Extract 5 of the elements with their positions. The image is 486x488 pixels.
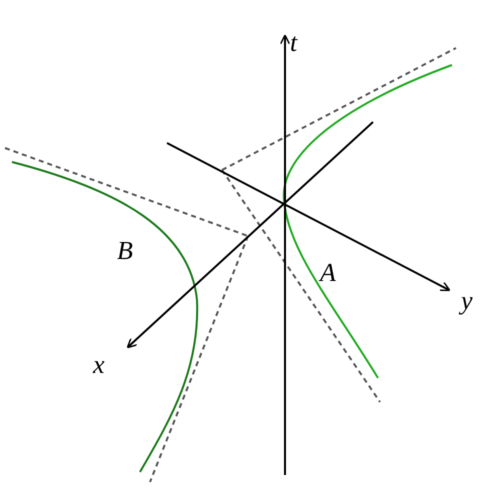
axis-label: y xyxy=(461,288,473,314)
region-label: B xyxy=(117,238,133,264)
axis-label: x xyxy=(93,352,105,378)
axis-label: t xyxy=(290,30,298,56)
region-label: A xyxy=(320,260,336,286)
